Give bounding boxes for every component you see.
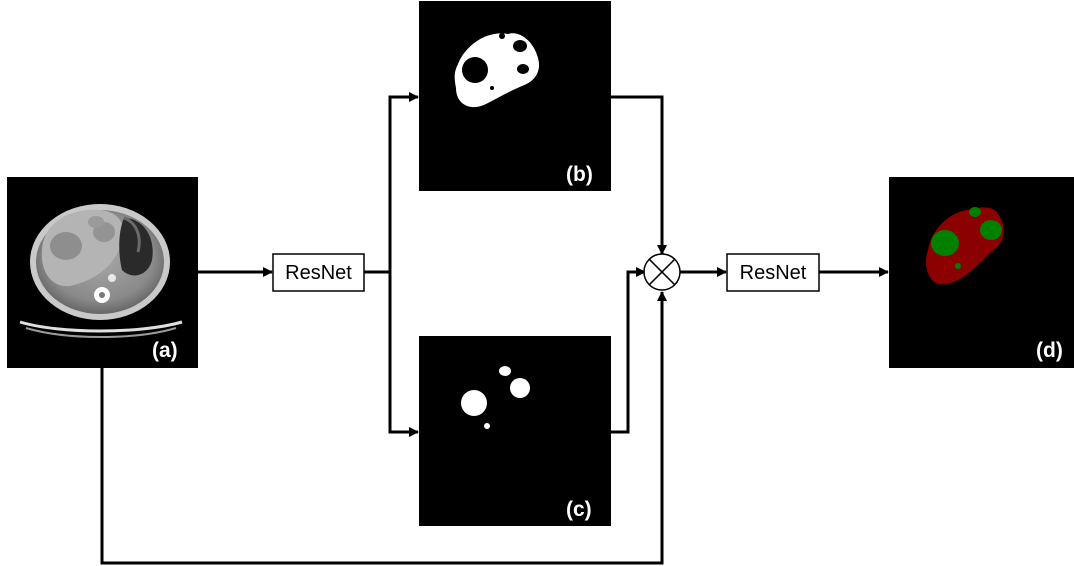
resnet-2-label: ResNet: [740, 262, 807, 284]
panel-c-label: (c): [566, 498, 592, 521]
multiply-operator-icon: [643, 253, 681, 291]
panel-d-segmentation: (d): [889, 177, 1074, 368]
panel-d-label: (d): [1036, 339, 1063, 362]
arrow-a-skip-to-multiply: [100, 291, 667, 565]
connectors: [100, 92, 889, 565]
resnet-block-1: ResNet: [272, 253, 365, 292]
panel-b-liver-mask: (b): [419, 1, 611, 191]
arrow-b-to-multiply: [611, 95, 667, 255]
panel-a-label: (a): [152, 339, 178, 362]
arrow-c-to-multiply: [611, 267, 646, 434]
arrow-resnet1-to-c: [388, 272, 419, 437]
arrow-resnet1-to-b: [364, 92, 419, 274]
resnet-1-label: ResNet: [285, 262, 352, 284]
panel-c-tumor-mask: (c): [419, 336, 611, 526]
panel-b-label: (b): [566, 163, 593, 186]
resnet-block-2: ResNet: [726, 253, 820, 292]
panel-a-ct-image: (a): [7, 177, 198, 368]
